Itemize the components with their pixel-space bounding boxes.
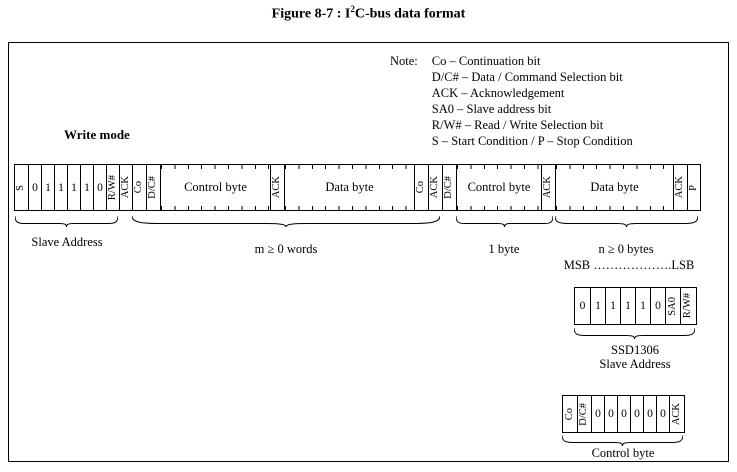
msb-lsb-label: MSB ……………….LSB <box>563 258 695 272</box>
ack-cell: ACK <box>673 165 687 210</box>
data-byte-cell: Data byte <box>555 165 673 210</box>
note-line: Co – Continuation bit <box>431 54 541 68</box>
stop-condition-cell: P <box>687 165 700 210</box>
sa0-bit-cell: SA0 <box>665 288 680 324</box>
n-bytes-group-label: n ≥ 0 bytes <box>598 242 654 256</box>
slave-address-bit-cell: 1 <box>54 165 67 210</box>
note-line: R/W# – Read / Write Selection bit <box>431 118 604 132</box>
control-byte-cell: Control byte <box>456 165 541 210</box>
i2c-frame-row: S 0 1 1 1 1 0 R/W# ACK Co D/C# Control b… <box>14 164 701 211</box>
m-words-group-label: m ≥ 0 words <box>254 242 318 256</box>
slave-address-bit-cell: 0 <box>93 165 106 210</box>
one-byte-group-label: 1 byte <box>488 242 520 256</box>
control-byte-box: Co D/C# 0 0 0 0 0 0 ACK <box>562 395 685 433</box>
continuation-bit-cell: Co <box>414 165 428 210</box>
brace-control-byte <box>562 435 683 446</box>
ack-cell: ACK <box>541 165 555 210</box>
control-bit-cell: 0 <box>617 396 630 432</box>
control-byte-cell: Control byte <box>160 165 270 210</box>
note-line: SA0 – Slave address bit <box>431 102 552 116</box>
continuation-bit-cell: Co <box>132 165 146 210</box>
slave-address-bit-cell: 0 <box>579 300 586 312</box>
control-bit-cell: 0 <box>591 396 604 432</box>
write-mode-label: Write mode <box>64 127 130 142</box>
dc-select-bit-cell: D/C# <box>146 165 160 210</box>
control-bit-cell: 0 <box>643 396 656 432</box>
continuation-bit-cell: Co <box>563 407 575 421</box>
rw-bit-cell: R/W# <box>106 165 119 210</box>
control-bit-cell: 0 <box>656 396 669 432</box>
ssd1306-slave-address-caption: Slave Address <box>599 357 671 371</box>
slave-address-bit-cell: 1 <box>80 165 93 210</box>
brace-ssd1306-slave-address <box>574 328 695 339</box>
slave-address-bit-cell: 1 <box>620 288 635 324</box>
figure-frame: Note: Co – Continuation bit D/C# – Data … <box>8 42 729 462</box>
rw-bit-cell: R/W# <box>680 288 696 324</box>
slave-address-bit-cell: 1 <box>590 288 605 324</box>
ssd1306-caption: SSD1306 <box>611 343 659 357</box>
slave-address-group-label: Slave Address <box>31 235 103 249</box>
note-line: S – Start Condition / P – Stop Condition <box>431 134 633 148</box>
slave-address-bit-cell: 1 <box>605 288 620 324</box>
notes-panel: Note: Co – Continuation bit D/C# – Data … <box>390 53 633 149</box>
slave-address-bit-cell: 1 <box>67 165 80 210</box>
note-lines: Co – Continuation bit D/C# – Data / Comm… <box>432 53 633 149</box>
control-byte-caption: Control byte <box>591 446 655 460</box>
ack-cell: ACK <box>428 165 442 210</box>
data-byte-cell: Data byte <box>284 165 414 210</box>
figure-title: Figure 8-7 : I2C-bus data format <box>271 4 466 22</box>
dc-select-bit-cell: D/C# <box>442 165 456 210</box>
control-bit-cell: 0 <box>630 396 643 432</box>
slave-address-bit-cell: 1 <box>635 288 650 324</box>
dc-select-bit-cell: D/C# <box>577 396 591 432</box>
note-line: ACK – Acknowledgement <box>431 86 565 100</box>
control-bit-cell: 0 <box>604 396 617 432</box>
note-label: Note: <box>390 54 418 68</box>
brace-m-words <box>132 216 440 227</box>
brace-slave-address <box>15 216 118 227</box>
brace-one-byte <box>456 216 553 227</box>
start-condition-cell: S <box>15 184 27 191</box>
ack-cell: ACK <box>669 396 684 432</box>
slave-address-bit-cell: 1 <box>41 165 54 210</box>
slave-address-bit-cell: 0 <box>650 288 665 324</box>
slave-address-box: 0 1 1 1 1 0 SA0 R/W# <box>574 287 697 325</box>
ack-cell: ACK <box>270 165 284 210</box>
superscript-2: 2 <box>350 4 355 14</box>
note-line: D/C# – Data / Command Selection bit <box>431 70 623 84</box>
slave-address-bit-cell: 0 <box>28 165 41 210</box>
ack-cell: ACK <box>119 165 132 210</box>
brace-n-bytes <box>555 216 698 227</box>
